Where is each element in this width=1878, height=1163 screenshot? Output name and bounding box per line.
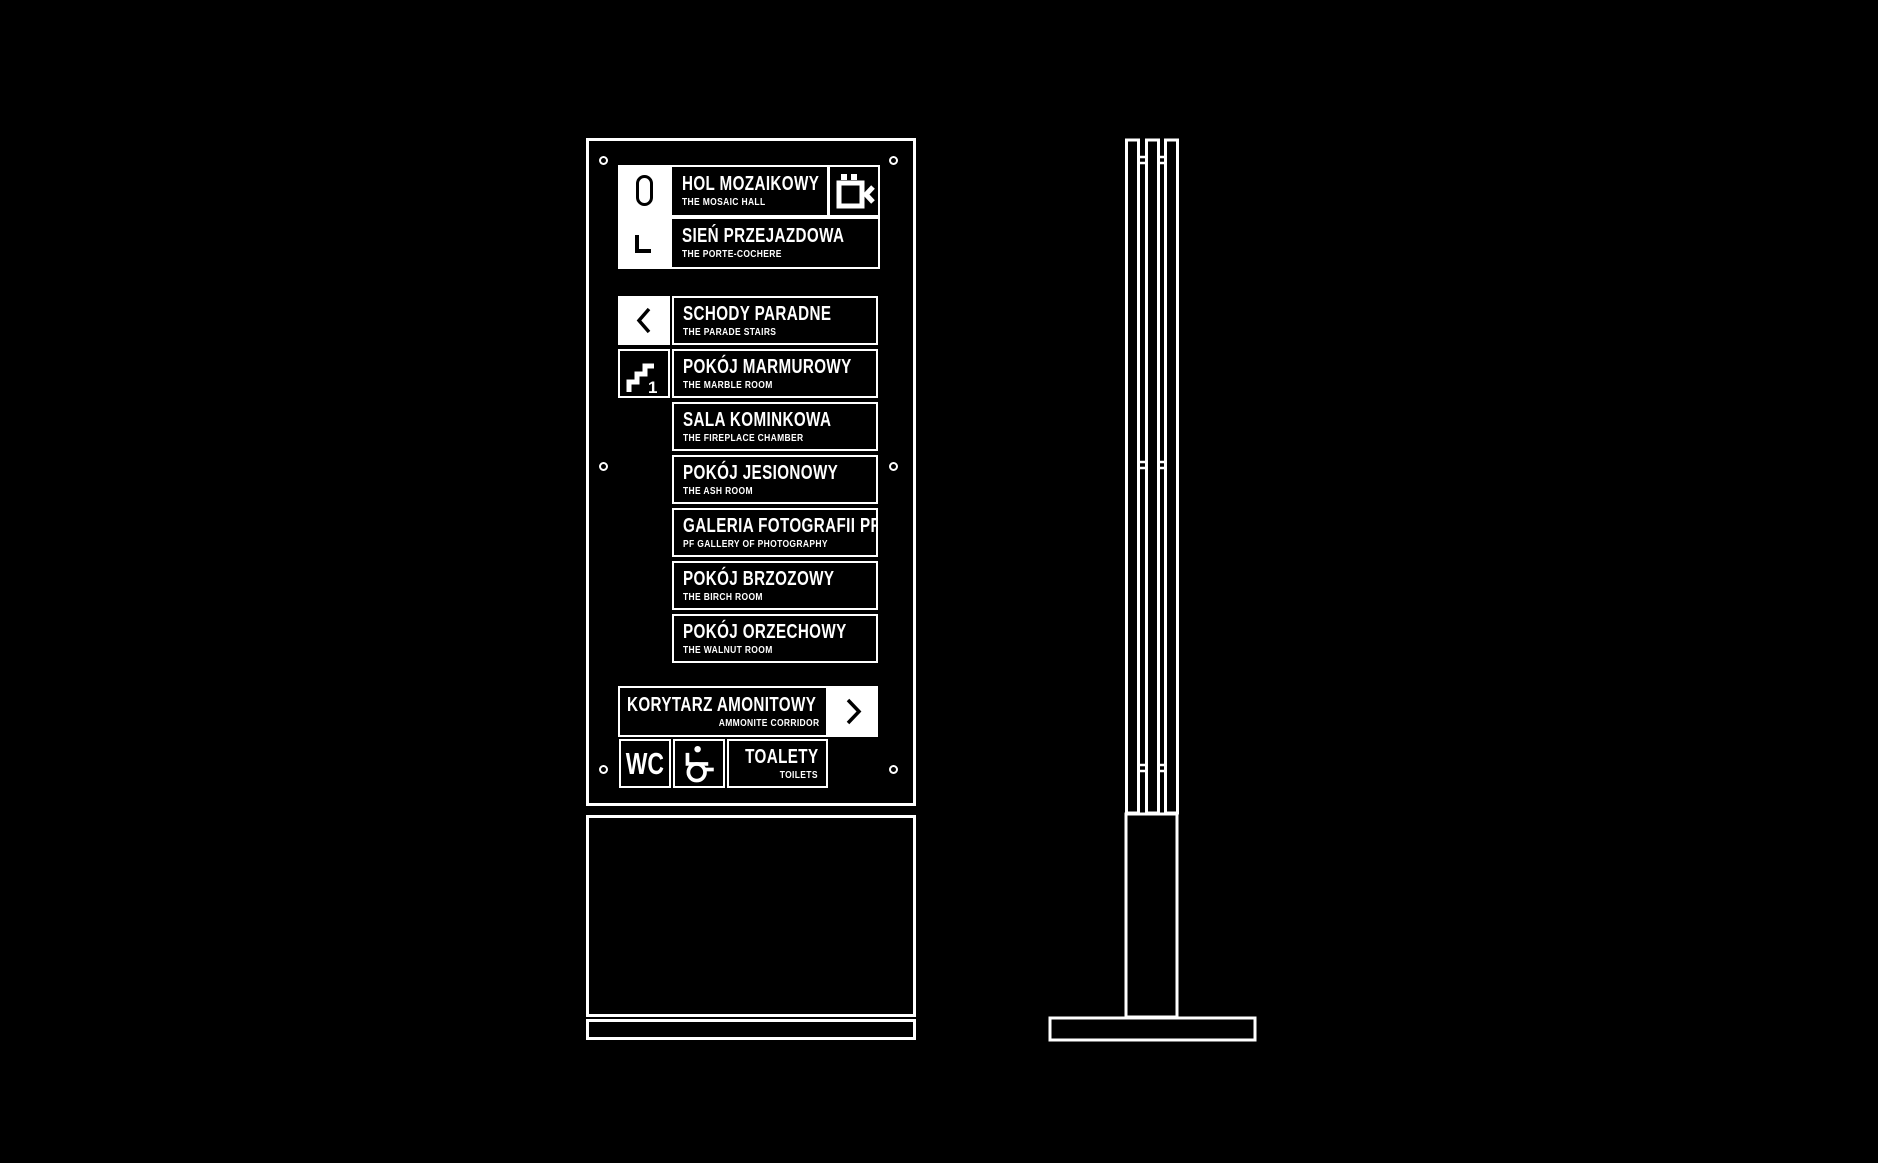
row-subtitle: THE BIRCH ROOM <box>683 591 763 603</box>
row-title: POKÓJ ORZECHOWY <box>683 620 847 643</box>
directory-row-korytarz-amonitowy: KORYTARZ AMONITOWY AMMONITE CORRIDOR <box>618 686 828 737</box>
row-subtitle: PF GALLERY OF PHOTOGRAPHY <box>683 538 828 550</box>
row-title: SCHODY PARADNE <box>683 302 832 325</box>
camera-chevron-left-icon <box>830 167 878 215</box>
directory-row-sien-przejazdowa: SIEŃ PRZEJAZDOWA THE PORTE-COCHERE <box>672 219 878 267</box>
directory-row-hol-mozaikowy: HOL MOZAIKOWY THE MOSAIC HALL <box>672 167 827 215</box>
screw-icon <box>889 462 898 471</box>
screw-icon <box>599 765 608 774</box>
row-subtitle: THE WALNUT ROOM <box>683 644 773 656</box>
row-subtitle: TOILETS <box>779 769 818 781</box>
chevron-left-icon <box>618 296 670 345</box>
level-0-icon <box>636 175 653 206</box>
current-location-block: HOL MOZAIKOWY THE MOSAIC HALL SIEŃ PRZEJ… <box>618 165 880 269</box>
wc-label: WC <box>625 746 665 781</box>
directory-row-toalety: TOALETY TOILETS <box>727 739 828 788</box>
row-subtitle: THE MARBLE ROOM <box>683 379 773 391</box>
base-plate <box>1048 1016 1257 1042</box>
side-column <box>1124 812 1179 1019</box>
screw-icon <box>599 462 608 471</box>
row-title: KORYTARZ AMONITOWY <box>627 693 817 716</box>
totem-cabinet <box>586 815 916 1017</box>
row-title: POKÓJ MARMUROWY <box>683 355 852 378</box>
chevron-right-icon <box>828 686 878 737</box>
signage-side-view <box>1048 138 1257 1042</box>
row-subtitle: THE FIREPLACE CHAMBER <box>683 432 804 444</box>
signage-front-panel: HOL MOZAIKOWY THE MOSAIC HALL SIEŃ PRZEJ… <box>586 138 916 806</box>
row-subtitle: THE PORTE-COCHERE <box>682 249 782 260</box>
directory-row-schody-paradne: SCHODY PARADNE THE PARADE STAIRS <box>672 296 878 345</box>
row-title: POKÓJ BRZOZOWY <box>683 567 835 590</box>
screw-icon <box>889 765 898 774</box>
screw-icon <box>889 156 898 165</box>
corner-l-icon <box>635 235 651 253</box>
row-title: TOALETY <box>744 745 818 768</box>
row-subtitle: AMMONITE CORRIDOR <box>718 717 819 729</box>
directory-row-pokoj-brzozowy: POKÓJ BRZOZOWY THE BIRCH ROOM <box>672 561 878 610</box>
screw-icon <box>599 156 608 165</box>
row-title: SIEŃ PRZEJAZDOWA <box>682 225 845 247</box>
row-subtitle: THE MOSAIC HALL <box>682 197 766 208</box>
row-title: SALA KOMINKOWA <box>683 408 832 431</box>
stairs-up-icon: 1 <box>618 349 670 398</box>
column-and-base <box>1048 812 1257 1042</box>
directory-row-pokoj-marmurowy: POKÓJ MARMUROWY THE MARBLE ROOM <box>672 349 878 398</box>
row-subtitle: THE PARADE STAIRS <box>683 326 777 338</box>
row-title: HOL MOZAIKOWY <box>682 173 820 195</box>
support-slats <box>1125 138 1179 815</box>
joint-marks <box>1138 155 1166 773</box>
directory-row-galeria-fotografii: GALERIA FOTOGRAFII PF PF GALLERY OF PHOT… <box>672 508 878 557</box>
totem-plinth <box>586 1019 916 1040</box>
directory-row-sala-kominkowa: SALA KOMINKOWA THE FIREPLACE CHAMBER <box>672 402 878 451</box>
row-title: GALERIA FOTOGRAFII PF <box>683 514 878 537</box>
wc-cell: WC <box>619 739 671 788</box>
directory-row-pokoj-orzechowy: POKÓJ ORZECHOWY THE WALNUT ROOM <box>672 614 878 663</box>
wheelchair-icon <box>673 739 725 788</box>
row-subtitle: THE ASH ROOM <box>683 485 753 497</box>
stairs-level-label: 1 <box>648 378 657 396</box>
directory-row-pokoj-jesionowy: POKÓJ JESIONOWY THE ASH ROOM <box>672 455 878 504</box>
row-title: POKÓJ JESIONOWY <box>683 461 839 484</box>
